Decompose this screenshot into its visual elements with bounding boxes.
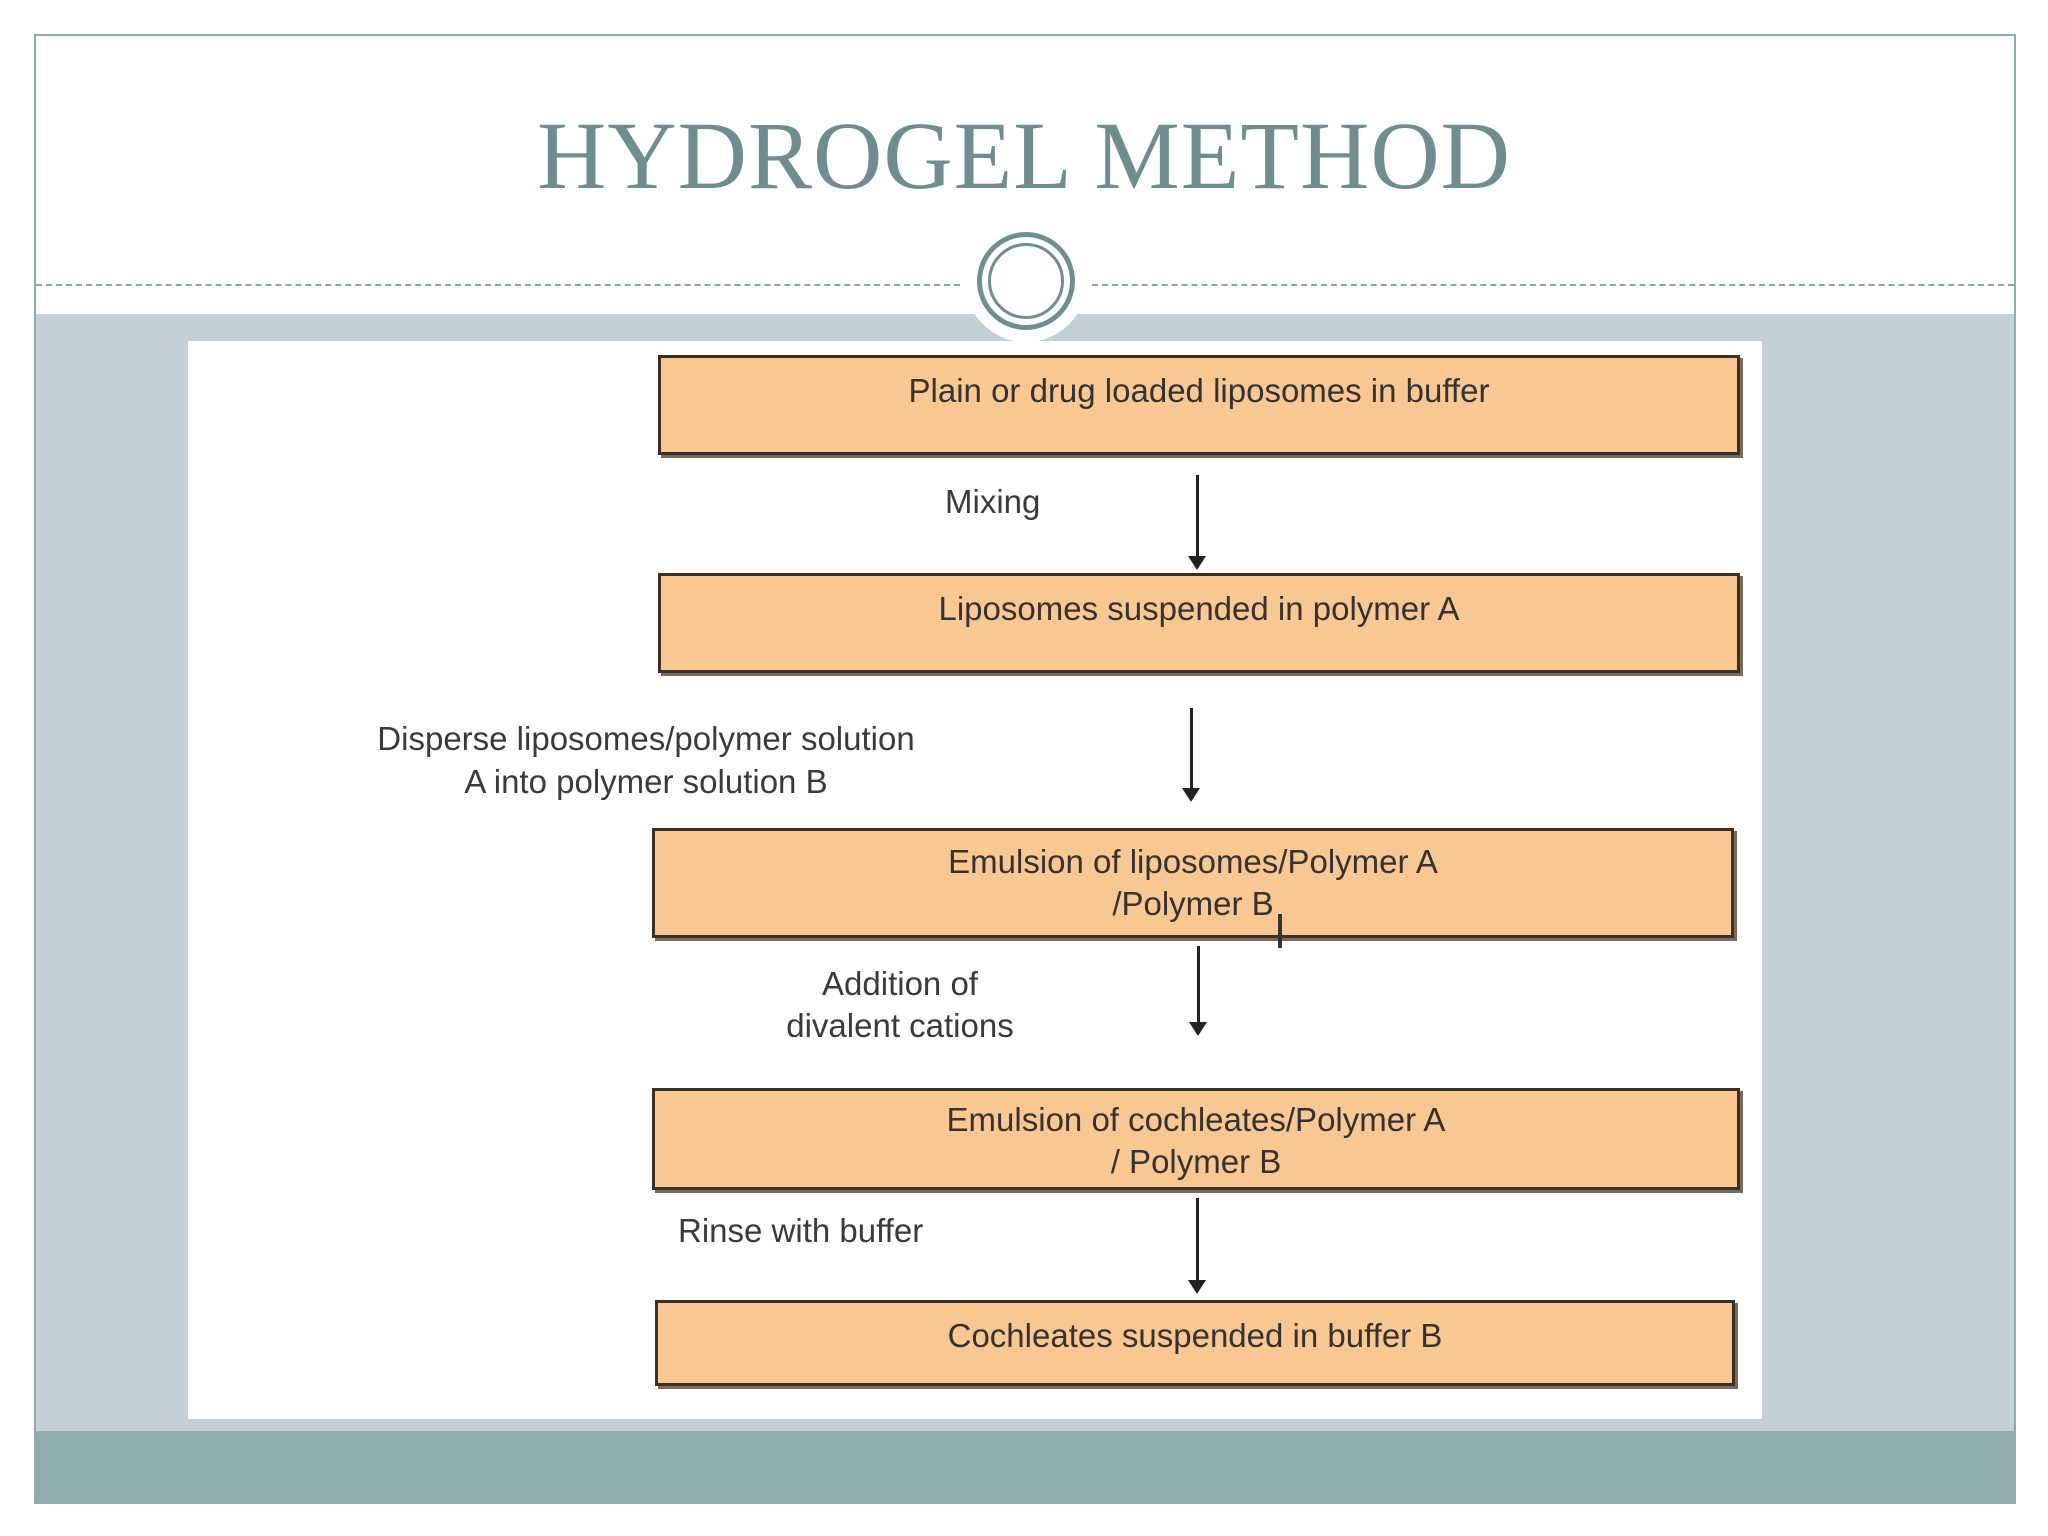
ornament-outer-ring bbox=[977, 232, 1075, 330]
step-text-line1: Emulsion of liposomes/Polymer A bbox=[948, 843, 1438, 880]
transition-label-disperse-line1: Disperse liposomes/polymer solution bbox=[377, 720, 915, 757]
step-box-liposomes-in-buffer: Plain or drug loaded liposomes in buffer bbox=[658, 355, 1740, 455]
flow-arrowhead-2 bbox=[1182, 788, 1200, 802]
step-text: Liposomes suspended in polymer A bbox=[938, 590, 1460, 627]
footer-band bbox=[36, 1431, 2014, 1503]
step-text-line2: / Polymer B bbox=[1110, 1143, 1282, 1180]
step-box-cochleates-in-buffer: Cochleates suspended in buffer B bbox=[655, 1300, 1735, 1386]
step-box-polymer-a: Liposomes suspended in polymer A bbox=[658, 573, 1740, 673]
step-box-liposome-emulsion: Emulsion of liposomes/Polymer A /Polymer… bbox=[652, 828, 1734, 938]
flow-arrow-4 bbox=[1196, 1198, 1199, 1284]
step-text-line1: Emulsion of cochleates/Polymer A bbox=[946, 1101, 1446, 1138]
step-text-line2: /Polymer B bbox=[1112, 885, 1274, 922]
title-divider-left bbox=[36, 284, 960, 286]
flow-arrowhead-4 bbox=[1188, 1280, 1206, 1294]
transition-label-addition: Addition of bbox=[822, 965, 978, 1002]
flow-arrow-1 bbox=[1196, 475, 1199, 560]
step-box-cochleate-emulsion: Emulsion of cochleates/Polymer A / Polym… bbox=[652, 1088, 1740, 1190]
transition-label-disperse-line2: A into polymer solution B bbox=[464, 763, 828, 800]
flow-arrow-3 bbox=[1197, 946, 1200, 1026]
flow-arrowhead-1 bbox=[1188, 556, 1206, 570]
text-cursor-icon bbox=[1278, 914, 1282, 948]
flow-arrow-2 bbox=[1190, 708, 1193, 792]
title-divider-right bbox=[1092, 284, 2014, 286]
step-text: Plain or drug loaded liposomes in buffer bbox=[908, 372, 1490, 409]
transition-label-mixing: Mixing bbox=[945, 483, 1041, 520]
slide-title: HYDROGEL METHOD bbox=[536, 102, 1511, 209]
ornament-inner-ring bbox=[988, 243, 1064, 319]
flow-arrowhead-3 bbox=[1189, 1022, 1207, 1036]
transition-label-rinse: Rinse with buffer bbox=[678, 1212, 924, 1249]
transition-label-divalent: divalent cations bbox=[786, 1007, 1014, 1044]
step-text: Cochleates suspended in buffer B bbox=[947, 1317, 1443, 1354]
